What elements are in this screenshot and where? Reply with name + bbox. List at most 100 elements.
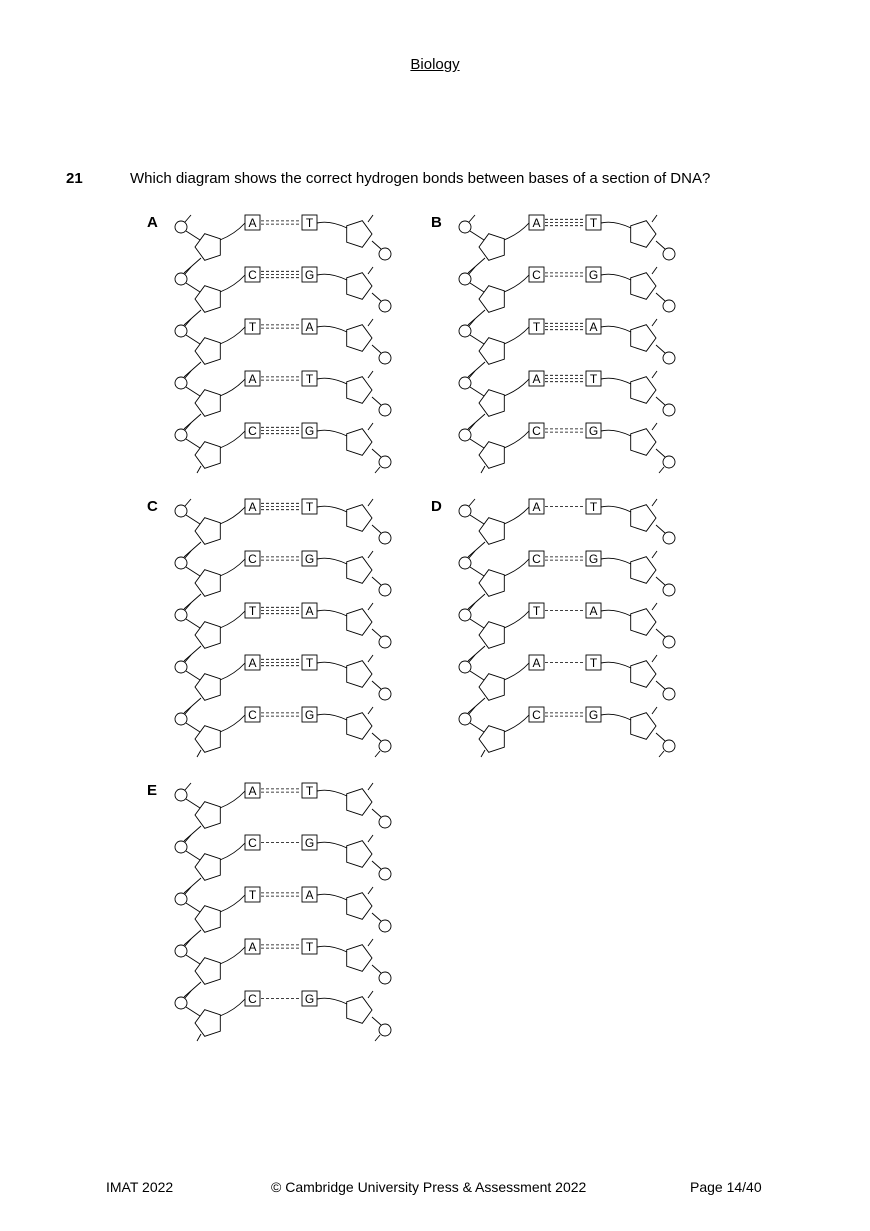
deoxyribose-pentagon bbox=[478, 233, 505, 261]
backbone-line bbox=[184, 214, 192, 223]
phosphate-circle bbox=[458, 504, 472, 518]
deoxyribose-pentagon bbox=[478, 285, 505, 313]
base-box bbox=[528, 654, 545, 671]
sugar-base-link bbox=[503, 378, 530, 397]
base-box bbox=[301, 266, 318, 283]
sugar-base-link bbox=[316, 945, 348, 953]
backbone-line bbox=[367, 318, 374, 327]
backbone-line bbox=[658, 750, 665, 758]
backbone-line bbox=[183, 309, 202, 326]
backbone-line bbox=[651, 370, 658, 379]
phosphate-circle bbox=[174, 608, 188, 622]
backbone-line bbox=[655, 292, 666, 302]
base-box bbox=[301, 422, 318, 439]
backbone-line bbox=[655, 448, 666, 458]
base-letter-left: T bbox=[249, 320, 257, 334]
backbone-line bbox=[651, 266, 658, 275]
option-b-letter: B bbox=[431, 214, 442, 231]
deoxyribose-pentagon bbox=[630, 272, 657, 300]
base-letter-left: C bbox=[532, 424, 541, 438]
phosphate-circle bbox=[458, 220, 472, 234]
option-d-letter: D bbox=[431, 498, 442, 515]
deoxyribose-pentagon bbox=[194, 389, 221, 417]
base-box bbox=[301, 990, 318, 1007]
deoxyribose-pentagon bbox=[346, 712, 373, 740]
base-letter-right: G bbox=[589, 552, 598, 566]
sugar-base-link bbox=[219, 430, 246, 449]
option-c-letter: C bbox=[147, 498, 158, 515]
base-letter-left: A bbox=[248, 940, 256, 954]
deoxyribose-pentagon bbox=[194, 1009, 221, 1037]
sugar-base-link bbox=[219, 558, 246, 577]
base-box bbox=[244, 782, 261, 799]
backbone-line bbox=[467, 645, 486, 662]
deoxyribose-pentagon bbox=[630, 324, 657, 352]
deoxyribose-pentagon bbox=[194, 233, 221, 261]
base-box bbox=[528, 602, 545, 619]
sugar-base-link bbox=[600, 713, 632, 721]
phosphate-circle bbox=[378, 919, 392, 933]
base-letter-right: G bbox=[589, 268, 598, 282]
base-box bbox=[244, 370, 261, 387]
phosphate-circle bbox=[458, 660, 472, 674]
phosphate-circle bbox=[174, 712, 188, 726]
backbone-line bbox=[183, 593, 202, 610]
base-letter-right: T bbox=[590, 656, 598, 670]
backbone-line bbox=[185, 566, 201, 577]
sugar-base-link bbox=[316, 661, 348, 669]
backbone-line bbox=[185, 670, 201, 681]
backbone-line bbox=[469, 670, 485, 681]
backbone-line bbox=[658, 466, 665, 474]
backbone-line bbox=[367, 706, 374, 715]
backbone-line bbox=[184, 266, 192, 275]
phosphate-circle bbox=[662, 247, 676, 261]
base-box bbox=[244, 990, 261, 1007]
base-box bbox=[528, 422, 545, 439]
sugar-base-link bbox=[316, 429, 348, 437]
sugar-base-link bbox=[219, 378, 246, 397]
sugar-base-link bbox=[316, 557, 348, 565]
base-box bbox=[301, 706, 318, 723]
base-letter-left: T bbox=[249, 888, 257, 902]
backbone-line bbox=[480, 465, 486, 474]
base-box bbox=[528, 706, 545, 723]
backbone-line bbox=[468, 266, 476, 275]
deoxyribose-pentagon bbox=[346, 504, 373, 532]
phosphate-circle bbox=[378, 1023, 392, 1037]
base-letter-left: C bbox=[532, 552, 541, 566]
deoxyribose-pentagon bbox=[194, 621, 221, 649]
base-box bbox=[301, 318, 318, 335]
base-box bbox=[585, 706, 602, 723]
sugar-base-link bbox=[316, 505, 348, 513]
base-box bbox=[585, 422, 602, 439]
sugar-base-link bbox=[600, 557, 632, 565]
phosphate-circle bbox=[458, 712, 472, 726]
backbone-line bbox=[467, 361, 486, 378]
sugar-base-link bbox=[503, 714, 530, 733]
base-letter-left: A bbox=[532, 500, 540, 514]
deoxyribose-pentagon bbox=[194, 853, 221, 881]
sugar-base-link bbox=[600, 505, 632, 513]
backbone-line bbox=[655, 576, 666, 586]
deoxyribose-pentagon bbox=[346, 428, 373, 456]
sugar-base-link bbox=[600, 221, 632, 229]
backbone-line bbox=[468, 498, 476, 507]
base-letter-right: G bbox=[305, 836, 314, 850]
base-letter-right: T bbox=[306, 940, 314, 954]
base-letter-left: A bbox=[248, 656, 256, 670]
base-box bbox=[585, 602, 602, 619]
phosphate-circle bbox=[378, 583, 392, 597]
phosphate-circle bbox=[458, 428, 472, 442]
backbone-line bbox=[374, 1034, 381, 1042]
question-number: 21 bbox=[66, 170, 83, 187]
backbone-line bbox=[183, 697, 202, 714]
deoxyribose-pentagon bbox=[630, 712, 657, 740]
backbone-line bbox=[367, 266, 374, 275]
backbone-line bbox=[183, 877, 202, 894]
deoxyribose-pentagon bbox=[346, 608, 373, 636]
phosphate-circle bbox=[662, 299, 676, 313]
base-letter-right: T bbox=[306, 372, 314, 386]
deoxyribose-pentagon bbox=[346, 996, 373, 1024]
phosphate-circle bbox=[378, 455, 392, 469]
backbone-line bbox=[468, 214, 476, 223]
